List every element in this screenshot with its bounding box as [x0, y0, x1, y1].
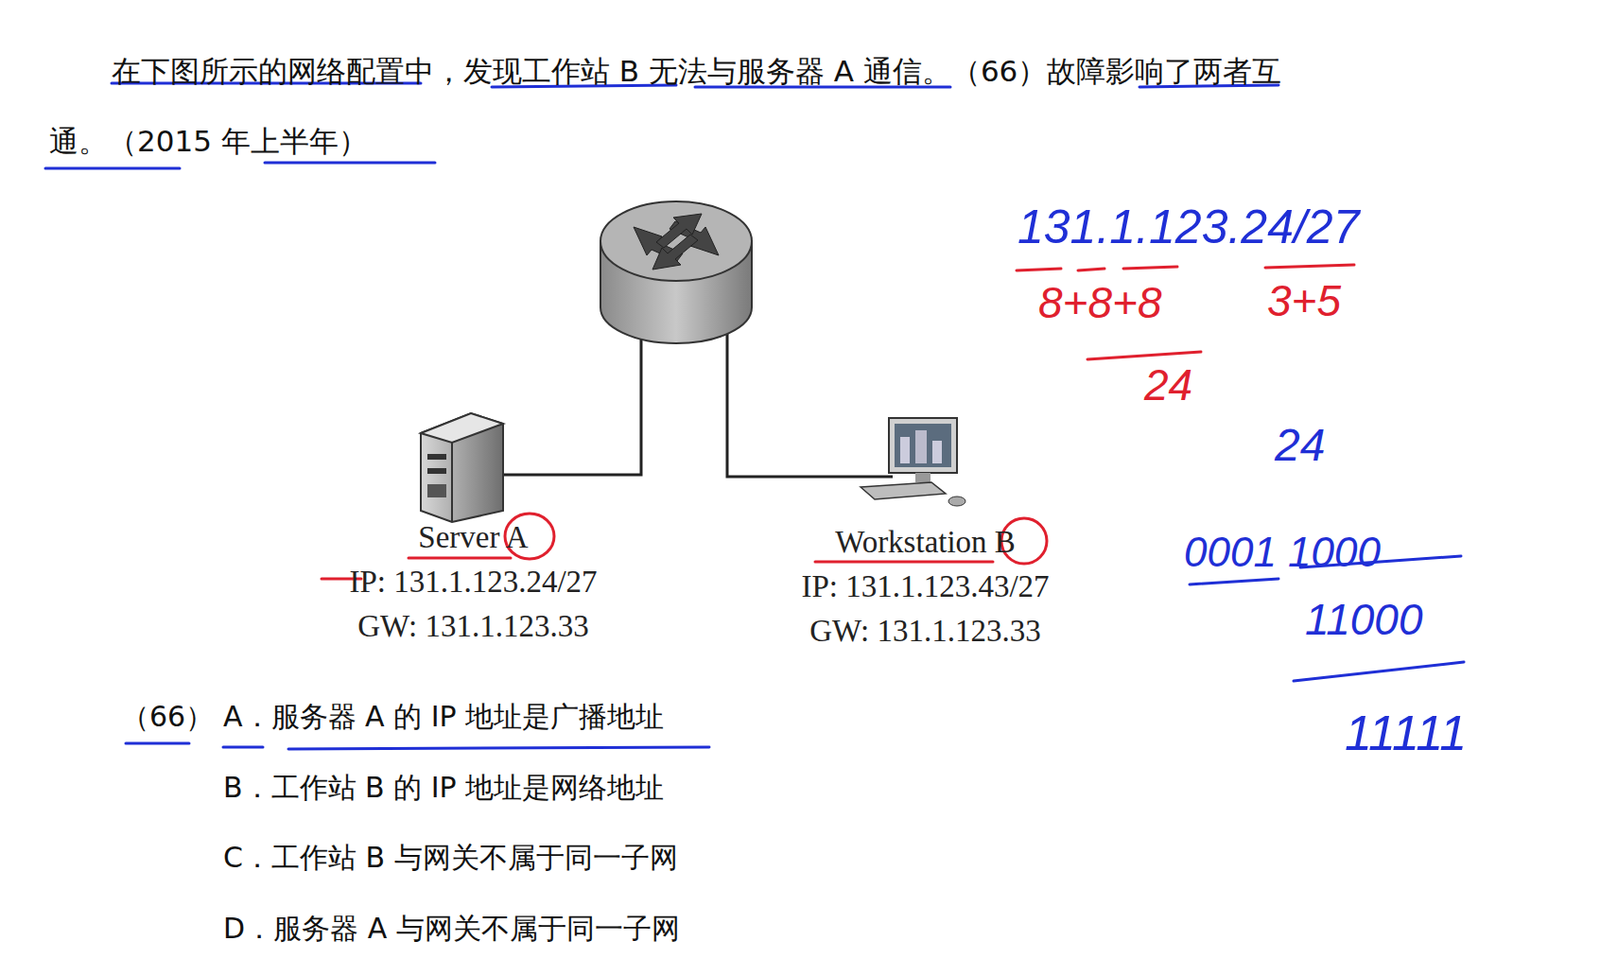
handwritten-note: 3+5	[1267, 275, 1341, 327]
answer-option: C．工作站 B 与网关不属于同一子网	[223, 838, 679, 878]
device-name: Workstation B	[797, 520, 1054, 565]
question-text: 在下图所示的网络配置中，发现工作站 B 无法与服务器 A 通信。（66）故障影响…	[49, 35, 1322, 176]
server-icon	[420, 413, 504, 522]
handwritten-note: 0001 1000	[1183, 528, 1381, 576]
workstation-icon	[860, 417, 966, 506]
device-address: IP: 131.1.123.43/27	[797, 564, 1054, 609]
handwritten-note: 24	[1274, 418, 1325, 471]
device-label: Workstation BIP: 131.1.123.43/27GW: 131.…	[797, 520, 1054, 654]
device-label: Server AIP: 131.1.123.24/27GW: 131.1.123…	[345, 515, 602, 649]
device-address: GW: 131.1.123.33	[345, 604, 602, 649]
handwritten-note: 11111	[1344, 704, 1467, 762]
router-icon	[600, 201, 752, 344]
answer-option: B．工作站 B 的 IP 地址是网络地址	[223, 768, 664, 808]
answer-option: A．服务器 A 的 IP 地址是广播地址	[223, 697, 664, 737]
network-wire	[501, 326, 893, 477]
handwritten-note: 131.1.123.24/27	[1017, 199, 1359, 255]
handwritten-note: 8+8+8	[1038, 277, 1162, 329]
device-address: IP: 131.1.123.24/27	[345, 559, 602, 605]
handwritten-underline	[45, 83, 1464, 749]
device-address: GW: 131.1.123.33	[797, 608, 1054, 654]
question-number: （66）	[121, 697, 214, 737]
answer-option: D．服务器 A 与网关不属于同一子网	[223, 909, 680, 949]
handwritten-note: 11000	[1304, 593, 1424, 645]
device-name: Server A	[345, 515, 602, 560]
handwritten-note: 24	[1144, 359, 1193, 411]
